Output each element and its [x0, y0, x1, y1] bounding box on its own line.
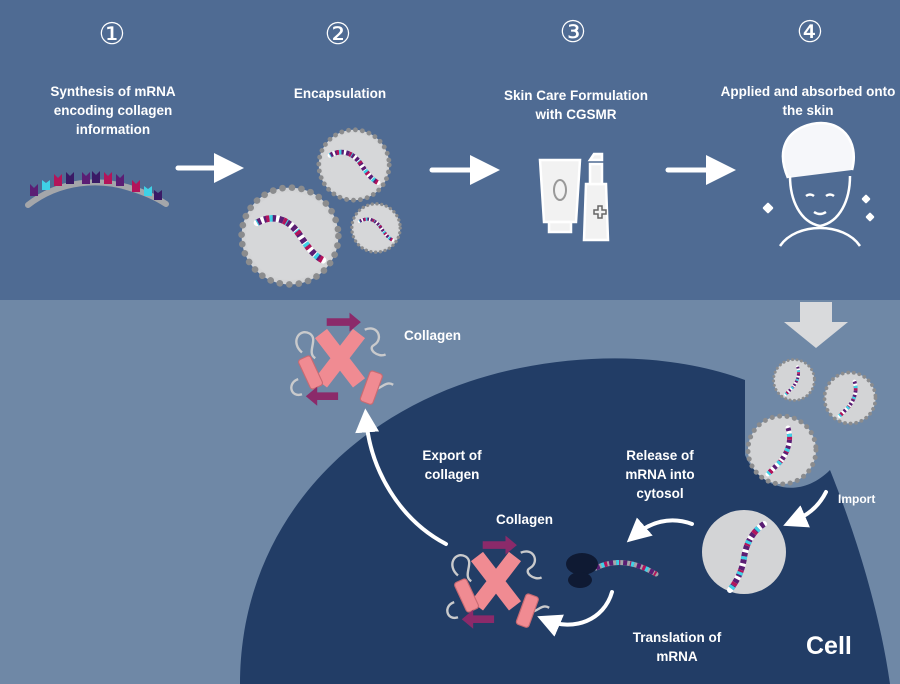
top-arrows — [175, 153, 737, 185]
step-3-label: Skin Care Formulation with CGSMR — [503, 88, 649, 122]
cell-title: Cell — [806, 632, 852, 660]
top-panel — [0, 0, 900, 300]
cell-body — [240, 358, 890, 684]
ribosome-icon — [566, 553, 659, 588]
collagen-outside-label: Collagen — [404, 328, 462, 343]
release-arrow-icon — [626, 517, 694, 543]
step-3-number: ③ — [559, 15, 587, 50]
arrow-down-icon — [784, 302, 848, 348]
collagen-inside-label: Collagen — [496, 512, 554, 527]
endosome-icon — [702, 510, 786, 594]
step-4-label: Applied and absorbed onto the skin — [720, 84, 896, 118]
step-4-number: ④ — [796, 15, 824, 50]
cell-arrows — [355, 408, 828, 637]
export-label: Export of collagen — [422, 448, 482, 482]
face-towel-icon — [762, 121, 875, 247]
step-1-number: ① — [98, 17, 126, 52]
step-2-number: ② — [324, 17, 352, 52]
translation-arrow-icon — [537, 590, 614, 637]
release-label: Release of mRNA into cytosol — [625, 448, 695, 501]
skincare-tube-bottle-icon — [538, 152, 610, 242]
step-2-label: Encapsulation — [293, 86, 387, 101]
import-label: Import — [838, 492, 876, 506]
mrna-strand-icon — [25, 171, 169, 208]
step-1-label: Synthesis of mRNA encoding collagen info… — [50, 84, 176, 137]
export-arrow-icon — [355, 408, 448, 546]
translation-label: Translation of mRNA — [632, 630, 722, 664]
import-arrow-icon — [783, 490, 828, 528]
